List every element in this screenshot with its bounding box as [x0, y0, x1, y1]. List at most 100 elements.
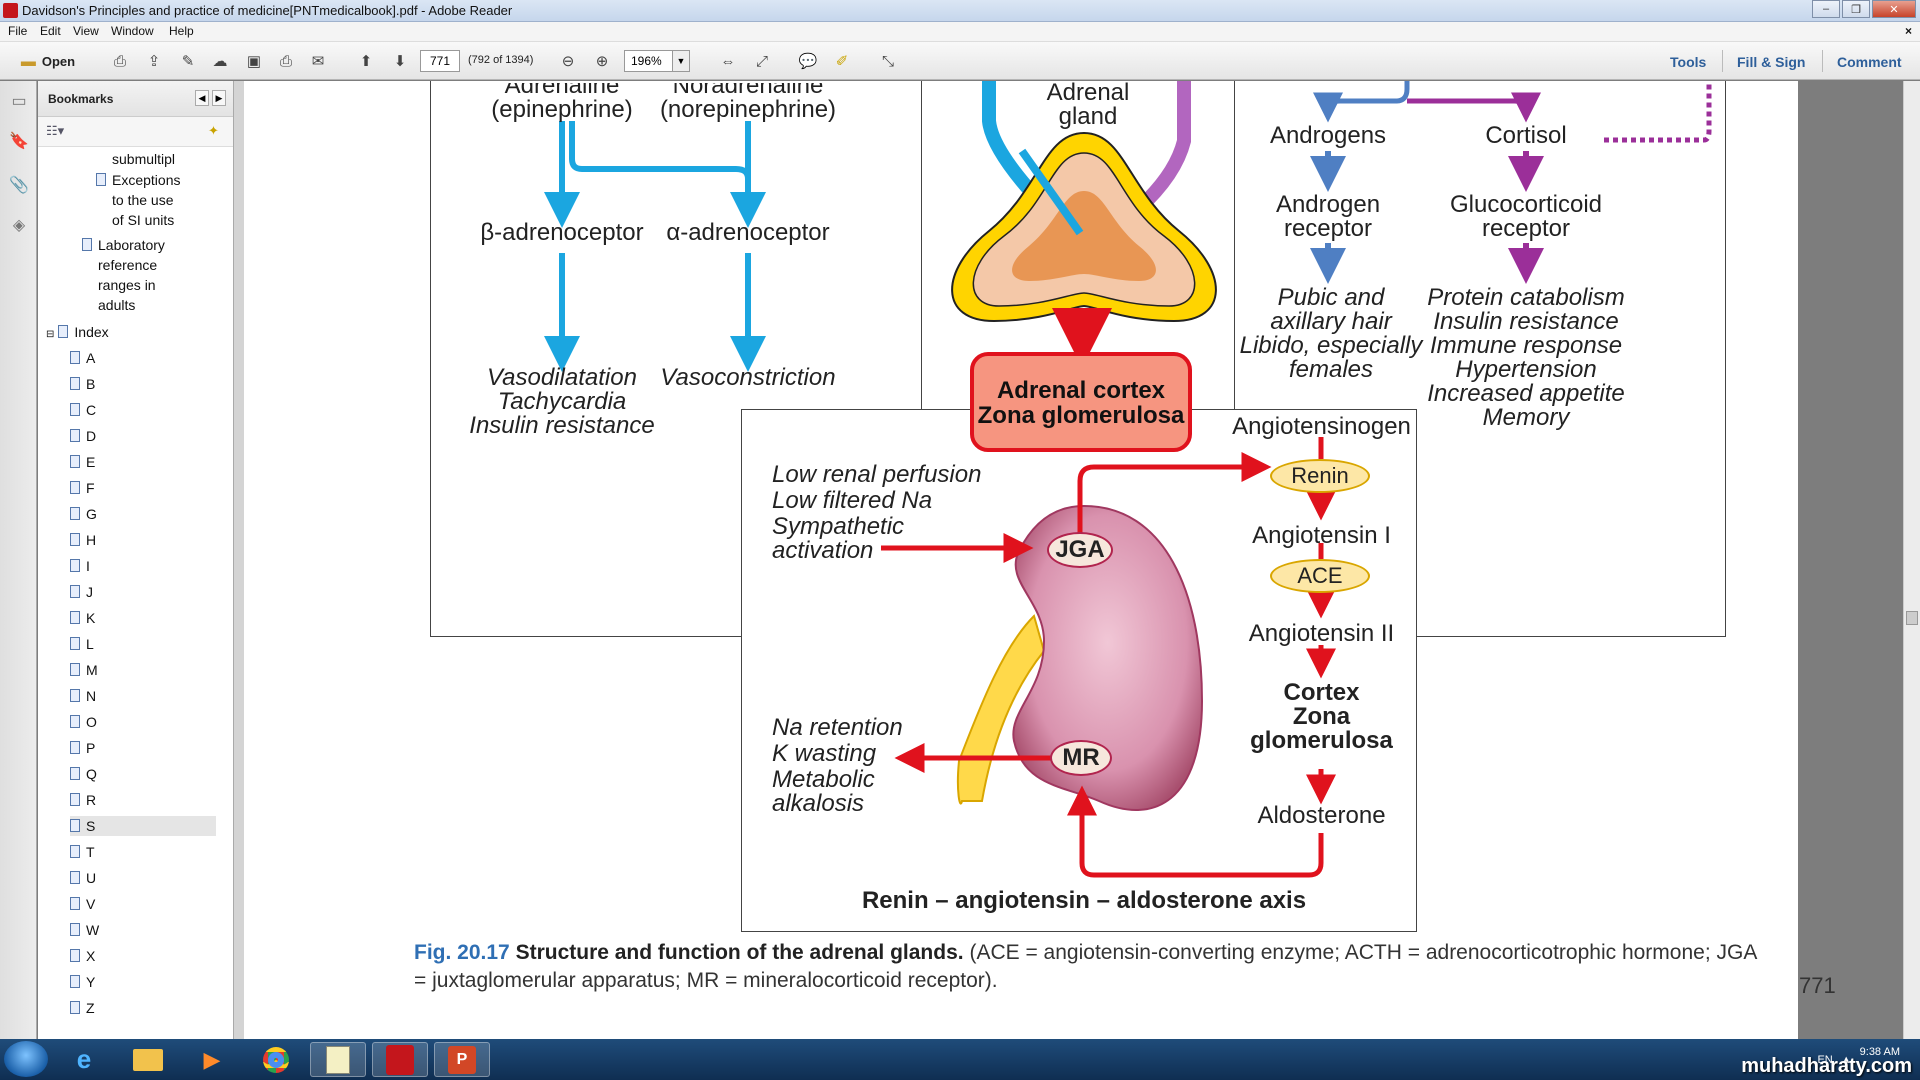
- bookmark-item[interactable]: N: [70, 686, 96, 706]
- bookmark-item[interactable]: submultipl: [112, 151, 176, 167]
- bookmark-item-index[interactable]: ⊟Index: [46, 324, 109, 340]
- adrenaline-label: Adrenaline: [504, 81, 620, 99]
- print-icon[interactable]: ⎙: [279, 52, 292, 70]
- menu-help[interactable]: Help: [169, 24, 194, 38]
- bookmark-item[interactable]: F: [70, 478, 95, 498]
- bookmark-item[interactable]: U: [70, 868, 96, 888]
- angiotensin-i-label: Angiotensin I: [1252, 522, 1391, 549]
- edit-pdf-icon[interactable]: ✎: [181, 53, 195, 70]
- bookmark-icon: [58, 325, 69, 338]
- bookmark-item[interactable]: W: [70, 920, 99, 940]
- bookmark-item[interactable]: H: [70, 530, 96, 550]
- bookmark-item[interactable]: Y: [70, 972, 95, 992]
- menu-view[interactable]: View: [73, 24, 99, 38]
- page-thumbnails-icon[interactable]: ▭: [11, 93, 27, 110]
- previous-page-icon[interactable]: ⬆: [359, 53, 373, 70]
- scrollbar-thumb[interactable]: [1906, 611, 1918, 625]
- zoom-dropdown-icon[interactable]: ▼: [672, 50, 690, 72]
- export-pdf-icon[interactable]: ⇪: [147, 53, 161, 70]
- bookmark-item-selected[interactable]: S: [70, 816, 216, 836]
- layers-icon[interactable]: ◈: [12, 217, 26, 234]
- document-scrollbar[interactable]: [1903, 81, 1920, 1039]
- bookmark-item[interactable]: P: [70, 738, 95, 758]
- adrenal-cortex-box: Adrenal cortex Zona glomerulosa: [970, 352, 1192, 452]
- open-button[interactable]: ▬ Open: [8, 50, 88, 72]
- fit-width-icon[interactable]: ⇔: [720, 52, 736, 70]
- zoom-in-icon[interactable]: ⊕: [595, 53, 609, 70]
- bookmark-item[interactable]: Laboratory: [82, 235, 165, 255]
- tools-link[interactable]: Tools: [1670, 54, 1707, 70]
- bookmark-item[interactable]: R: [70, 790, 96, 810]
- bookmark-item[interactable]: Z: [70, 998, 95, 1018]
- fill-sign-link[interactable]: Fill & Sign: [1737, 54, 1806, 70]
- email-icon[interactable]: ✉: [311, 53, 325, 70]
- adobe-reader-taskbar-icon[interactable]: [372, 1042, 428, 1077]
- menu-file[interactable]: File: [8, 24, 28, 38]
- bookmark-icon: [70, 871, 80, 884]
- bookmark-item[interactable]: X: [70, 946, 95, 966]
- bookmark-icon: [70, 845, 80, 858]
- bookmark-icon: [70, 481, 80, 494]
- chrome-icon[interactable]: [248, 1042, 304, 1077]
- clock[interactable]: 9:38 AM: [1859, 1045, 1900, 1058]
- bookmark-item[interactable]: T: [70, 842, 95, 862]
- bookmark-item[interactable]: M: [70, 660, 98, 680]
- sticky-note-icon[interactable]: 💬: [798, 53, 818, 70]
- maximize-button[interactable]: ❐: [1842, 0, 1870, 18]
- bookmark-item[interactable]: V: [70, 894, 95, 914]
- powerpoint-icon[interactable]: P: [434, 1042, 490, 1077]
- media-player-icon[interactable]: ▶: [203, 1046, 221, 1072]
- options-menu-icon[interactable]: ☷▾: [46, 123, 65, 138]
- mr-label: MR: [1050, 740, 1112, 776]
- arrow: [1313, 81, 1410, 123]
- bookmark-item[interactable]: C: [70, 400, 96, 420]
- bookmark-item[interactable]: A: [70, 348, 95, 368]
- menu-window[interactable]: Window: [111, 24, 154, 38]
- bookmark-item[interactable]: B: [70, 374, 95, 394]
- create-pdf-icon[interactable]: ⎙: [113, 52, 126, 70]
- notepad-icon[interactable]: [310, 1042, 366, 1077]
- cortisol-label: Cortisol: [1485, 122, 1567, 149]
- new-bookmark-icon[interactable]: ✦: [208, 123, 219, 138]
- bookmark-item[interactable]: E: [70, 452, 95, 472]
- full-screen-icon[interactable]: ⤡: [881, 52, 894, 70]
- collapse-panel-icon[interactable]: ◀: [195, 90, 209, 106]
- start-button[interactable]: [4, 1041, 48, 1077]
- bookmark-icon: [70, 1001, 80, 1014]
- cloud-upload-icon[interactable]: ☁: [212, 53, 228, 70]
- close-document-icon[interactable]: ×: [1904, 24, 1912, 38]
- minimize-button[interactable]: –: [1812, 0, 1840, 18]
- expand-panel-icon[interactable]: ▶: [212, 90, 226, 106]
- fit-page-icon[interactable]: ⤢: [755, 52, 768, 70]
- bookmark-item[interactable]: K: [70, 608, 95, 628]
- bookmarks-icon[interactable]: 🔖: [9, 133, 29, 150]
- bookmark-item[interactable]: I: [70, 556, 90, 576]
- bookmark-item[interactable]: G: [70, 504, 97, 524]
- arrow: [1077, 452, 1272, 534]
- bookmark-item[interactable]: Q: [70, 764, 97, 784]
- menu-edit[interactable]: Edit: [40, 24, 61, 38]
- zoom-input[interactable]: 196%: [624, 50, 684, 72]
- attachments-icon[interactable]: 📎: [9, 177, 29, 194]
- file-explorer-icon[interactable]: [120, 1042, 176, 1077]
- bookmark-item[interactable]: J: [70, 582, 93, 602]
- bookmark-item[interactable]: O: [70, 712, 97, 732]
- internet-explorer-icon[interactable]: e: [76, 1044, 92, 1074]
- stimulus-text: activation: [772, 537, 874, 564]
- save-icon[interactable]: ▣: [246, 53, 262, 70]
- beta-effect: Tachycardia: [497, 388, 627, 415]
- bookmark-item[interactable]: L: [70, 634, 94, 654]
- collapse-toggle-icon[interactable]: ⊟: [46, 329, 55, 340]
- bookmark-item[interactable]: D: [70, 426, 96, 446]
- panel-splitter[interactable]: [234, 81, 244, 1039]
- zoom-out-icon[interactable]: ⊖: [561, 53, 575, 70]
- tray-arrow-icon[interactable]: ▲: [1840, 1053, 1852, 1066]
- comment-link[interactable]: Comment: [1837, 54, 1902, 70]
- bookmark-item[interactable]: Exceptions: [96, 170, 180, 190]
- effect-text: Na retention: [772, 714, 903, 741]
- next-page-icon[interactable]: ⬇: [393, 53, 407, 70]
- language-indicator[interactable]: EN: [1817, 1053, 1833, 1066]
- highlight-icon[interactable]: ✐: [835, 53, 849, 70]
- page-number-input[interactable]: 771: [420, 50, 460, 72]
- close-button[interactable]: ✕: [1872, 0, 1916, 18]
